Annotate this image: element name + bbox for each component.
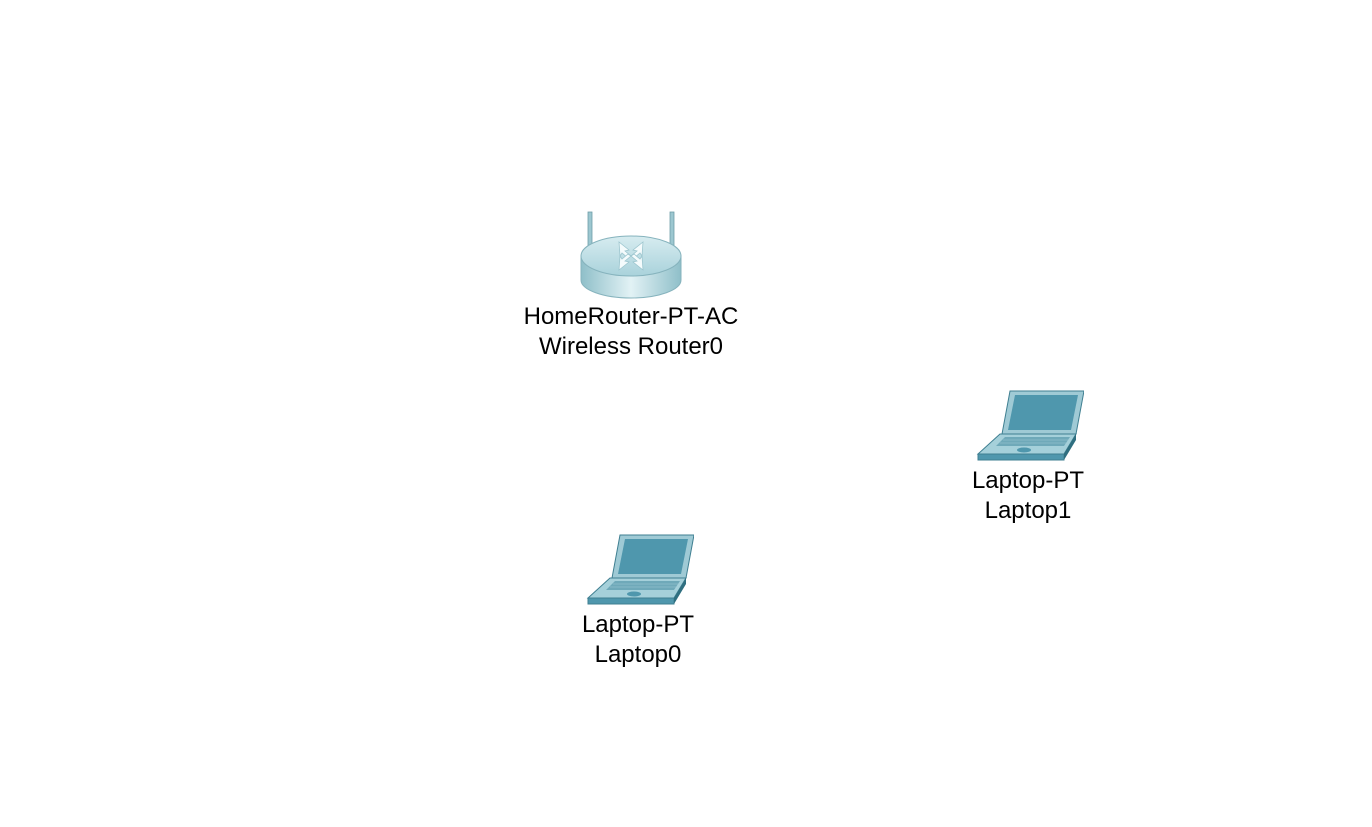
device-wireless-router0[interactable]: HomeRouter-PT-AC Wireless Router0 [506,210,756,362]
device-name-label: Laptop1 [984,497,1072,524]
wireless-router-icon [580,211,682,299]
device-model-label: Laptop-PT [971,467,1085,494]
device-laptop0[interactable]: Laptop-PT Laptop0 [568,532,708,670]
device-name-label: Laptop0 [594,641,682,668]
device-model-label: HomeRouter-PT-AC [523,303,739,330]
device-laptop1[interactable]: Laptop-PT Laptop1 [958,388,1098,526]
laptop-icon [976,390,1084,461]
laptop-icon [586,534,694,605]
device-model-label: Laptop-PT [581,611,695,638]
device-name-label: Wireless Router0 [538,333,724,360]
